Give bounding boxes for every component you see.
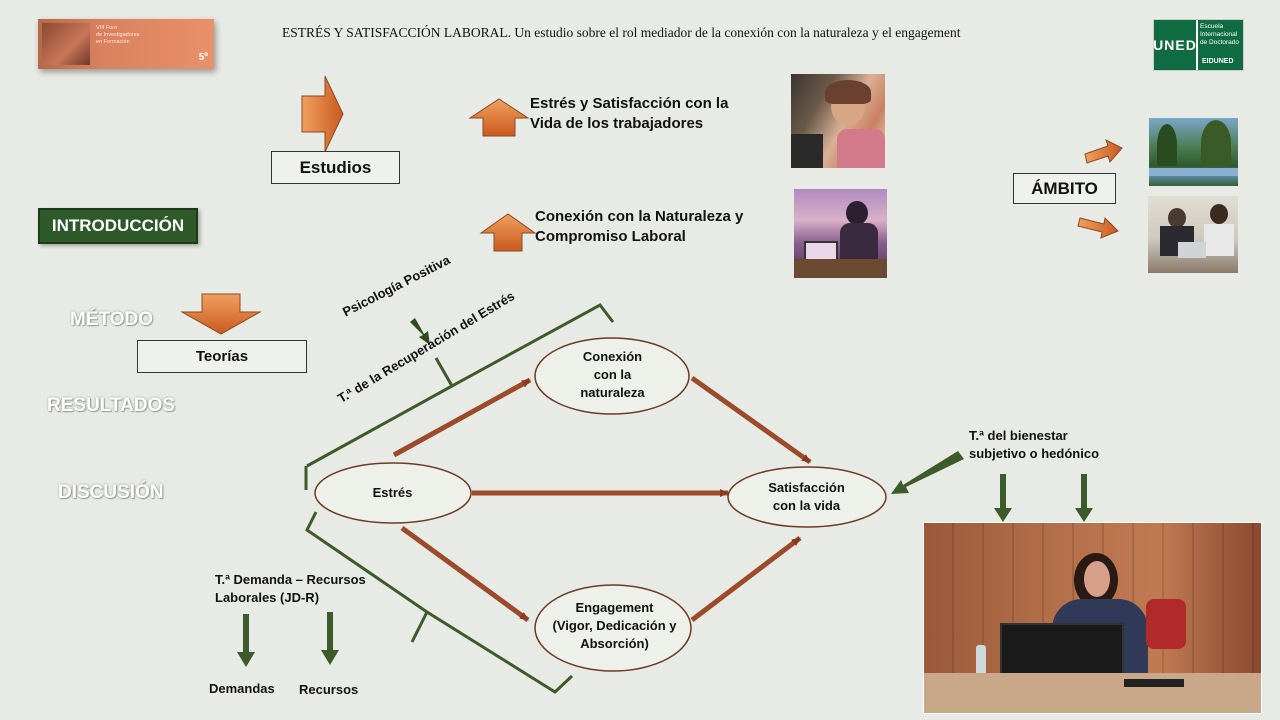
- node-conexion-line1: Conexión: [582, 349, 643, 364]
- uned-school-line1: Escuela: [1200, 23, 1224, 30]
- uned-logo: UNED Escuela Internacional de Doctorado …: [1153, 19, 1244, 71]
- uned-logo-mark: UNED: [1153, 20, 1196, 70]
- arrow-estudios-icon: [301, 75, 344, 153]
- node-conexion-line3: naturaleza: [580, 385, 645, 400]
- arrow-recursos-icon: [321, 612, 339, 665]
- item1-line2: Vida de los trabajadores: [530, 115, 704, 132]
- label-jdr: T.ª Demanda – Recursos Laborales (JD-R): [215, 571, 366, 607]
- uned-school-line2: Internacional: [1200, 31, 1238, 38]
- node-satisfaccion: Satisfacción con la vida: [734, 479, 879, 515]
- label-jdr-line2: Laborales (JD-R): [215, 590, 320, 605]
- arrow-ambito-1-icon: [1084, 139, 1123, 164]
- node-engagement-shape: [534, 584, 692, 672]
- bracket-top-notch: [434, 357, 454, 387]
- label-jdr-line1: T.ª Demanda – Recursos: [215, 572, 366, 587]
- photo-office: [1148, 196, 1238, 273]
- node-estres: Estrés: [372, 485, 413, 500]
- event-logo-text: VIII Foro de Investigadores en Formación: [96, 25, 206, 46]
- arrow-ambito-2-icon: [1077, 216, 1119, 239]
- node-satisfaccion-shape: [727, 466, 887, 528]
- item2-line2: Compromiso Laboral: [535, 228, 686, 245]
- nav-discusion[interactable]: DISCUSIÓN: [58, 482, 164, 503]
- label-demandas: Demandas: [209, 681, 275, 696]
- node-conexion-line2: con la: [593, 367, 632, 382]
- ambito-box: ÁMBITO: [1013, 173, 1116, 204]
- photo-forest: [1149, 118, 1238, 186]
- node-engagement-line2: (Vigor, Dedicación y: [552, 618, 677, 633]
- photo-worker-laptop: [791, 74, 885, 168]
- uned-edition: EIDUNED: [1202, 58, 1234, 65]
- path-estres-conexion: [392, 377, 532, 458]
- arrow-down-teorias-icon: [180, 293, 262, 335]
- node-estres-shape: [314, 462, 472, 524]
- node-engagement: Engagement (Vigor, Dedicación y Absorció…: [537, 599, 692, 653]
- teorias-box: Teorías: [137, 340, 307, 373]
- path-estres-engagement: [400, 525, 530, 623]
- arrow-psicologia-icon: [410, 318, 430, 345]
- item1-line1: Estrés y Satisfacción con la: [530, 95, 729, 112]
- bracket-top: [306, 303, 615, 468]
- item2-line1: Conexión con la Naturaleza y: [535, 208, 744, 225]
- event-logo-number: 5º: [198, 52, 208, 63]
- node-satisfaccion-line2: con la vida: [772, 498, 841, 513]
- node-satisfaccion-line1: Satisfacción: [768, 480, 845, 495]
- uned-school-line3: de Doctorado: [1200, 39, 1240, 46]
- node-conexion: Conexión con la naturaleza: [540, 348, 685, 402]
- bracket-bottom-notch: [410, 611, 429, 643]
- node-conexion-shape: [534, 337, 690, 415]
- slide-title: ESTRÉS Y SATISFACCIÓN LABORAL. Un estudi…: [282, 25, 961, 40]
- node-engagement-line1: Engagement: [575, 600, 654, 615]
- event-logo: VIII Foro de Investigadores en Formación…: [38, 19, 214, 69]
- item-conexion-compromiso: Conexión con la Naturaleza y Compromiso …: [535, 207, 743, 247]
- label-bienestar-line1: T.ª del bienestar: [969, 428, 1068, 443]
- label-bienestar: T.ª del bienestar subjetivo o hedónico: [969, 427, 1099, 463]
- speaker-video[interactable]: [923, 522, 1262, 714]
- arrow-bienestar-down1-icon: [994, 474, 1012, 522]
- arrow-up-2-icon: [479, 213, 537, 252]
- arrow-bienestar-down2-icon: [1075, 474, 1093, 522]
- label-recursos: Recursos: [299, 682, 359, 697]
- arrow-up-1-icon: [468, 98, 530, 137]
- event-logo-line1: VIII Foro: [96, 25, 118, 31]
- estudios-box: Estudios: [271, 151, 400, 184]
- event-logo-line3: en Formación: [96, 39, 130, 45]
- nav-metodo[interactable]: MÉTODO: [70, 309, 154, 330]
- event-logo-image: [42, 23, 90, 65]
- nav-introduccion[interactable]: INTRODUCCIÓN: [38, 208, 198, 244]
- arrow-demandas-icon: [237, 614, 255, 667]
- nav-resultados[interactable]: RESULTADOS: [47, 395, 176, 416]
- path-conexion-satisfaccion: [690, 375, 812, 465]
- event-logo-line2: de Investigadores: [96, 32, 140, 38]
- photo-nature-worker: [794, 189, 887, 278]
- uned-school-text: Escuela Internacional de Doctorado EIDUN…: [1198, 20, 1243, 70]
- node-engagement-line3: Absorción): [580, 636, 649, 651]
- label-bienestar-line2: subjetivo o hedónico: [969, 446, 1100, 461]
- item-estres-satisfaccion: Estrés y Satisfacción con la Vida de los…: [530, 94, 728, 134]
- path-engagement-satisfaccion: [690, 536, 802, 622]
- arrow-bienestar-diagonal-icon: [891, 451, 964, 494]
